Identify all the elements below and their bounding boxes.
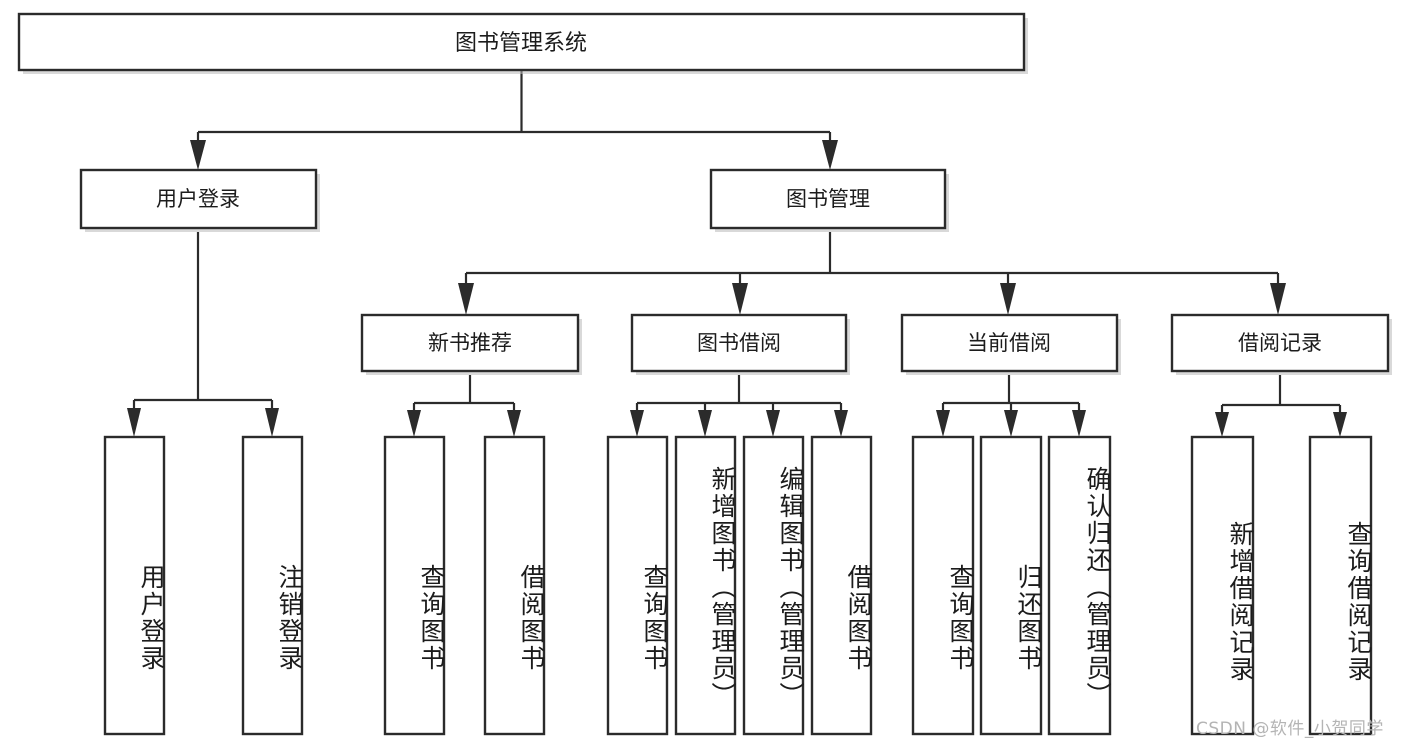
leaf-box-currentborrow-confirm [1047, 435, 1112, 736]
leaf-box-borrowrecord-add [1190, 435, 1255, 736]
node-book-borrow-box [630, 313, 848, 373]
node-borrow-record-label: 借阅记录 [1238, 331, 1322, 355]
node-borrow-record[interactable]: 借阅记录 [1170, 313, 1392, 375]
node-user-login-label: 用户登录 [156, 187, 240, 211]
arrowhead-currentborrow-leaf-1 [936, 410, 950, 437]
leaf-node-currentborrow-return[interactable] [979, 435, 1043, 736]
node-book-management-box [709, 168, 947, 230]
arrowhead-borrowbook-leaf-3 [766, 410, 780, 437]
leaf-box-borrowrecord-query [1308, 435, 1373, 736]
arrowhead-borrowrecord-leaf-2 [1333, 412, 1347, 437]
arrowhead-borrowbook-leaf-4 [834, 410, 848, 437]
connector-group-bookmgmt [458, 232, 1286, 315]
arrowhead-login-leaf-1 [127, 408, 141, 437]
leaf-node-borrowbook-edit[interactable] [742, 435, 805, 736]
node-book-borrow-label: 图书借阅 [697, 331, 781, 355]
leaf-node-currentborrow-query[interactable] [911, 435, 975, 736]
connector-group-borrow-record [1215, 375, 1347, 437]
node-root-system[interactable]: 图书管理系统 [17, 12, 1028, 74]
leaf-box-user-login-logout [241, 435, 304, 736]
connector-group-root [190, 70, 838, 170]
leaf-box-newbook-query [383, 435, 446, 736]
connector-group-user-login [127, 232, 279, 437]
leaf-box-newbook-borrow [483, 435, 546, 736]
leaf-node-borrowrecord-add[interactable] [1190, 435, 1255, 736]
leaf-box-borrowbook-query [606, 435, 669, 736]
leaf-box-currentborrow-query [911, 435, 975, 736]
arrowhead-bookmgmt-record [1270, 283, 1286, 315]
leaf-box-borrowbook-borrow [810, 435, 873, 736]
arrowhead-currentborrow-leaf-3 [1072, 410, 1086, 437]
leaf-node-newbook-borrow[interactable] [483, 435, 546, 736]
arrowhead-borrowbook-leaf-1 [630, 410, 644, 437]
leaf-node-borrowrecord-query[interactable] [1308, 435, 1373, 736]
arrowhead-login-leaf-2 [265, 408, 279, 437]
arrowhead-bookmgmt-borrow [732, 283, 748, 315]
arrowhead-borrowbook-leaf-2 [698, 410, 712, 437]
node-root-box [17, 12, 1026, 72]
node-root-label: 图书管理系统 [455, 31, 587, 56]
arrowhead-newbook-leaf-2 [507, 410, 521, 437]
leaf-node-currentborrow-confirm[interactable] [1047, 435, 1112, 736]
arrowhead-root-to-bookmgmt [822, 140, 838, 170]
leaf-box-borrowbook-edit [742, 435, 805, 736]
connector-group-borrow-book [630, 375, 848, 437]
arrowhead-currentborrow-leaf-2 [1004, 410, 1018, 437]
leaf-box-currentborrow-return [979, 435, 1043, 736]
leaf-node-user-login-logout[interactable] [241, 435, 304, 736]
node-current-borrow-box [900, 313, 1119, 373]
node-new-book-recommend[interactable]: 新书推荐 [360, 313, 582, 375]
node-new-book-recommend-box [360, 313, 580, 373]
node-book-management-label: 图书管理 [786, 187, 870, 211]
node-current-borrow[interactable]: 当前借阅 [900, 313, 1121, 375]
arrowhead-bookmgmt-new [458, 283, 474, 315]
arrowhead-borrowrecord-leaf-1 [1215, 412, 1229, 437]
leaf-node-borrowbook-add[interactable] [674, 435, 737, 736]
node-new-book-recommend-label: 新书推荐 [428, 331, 512, 355]
node-book-management[interactable]: 图书管理 [709, 168, 949, 232]
connector-group-current-borrow [936, 375, 1086, 437]
node-book-borrow[interactable]: 图书借阅 [630, 313, 850, 375]
leaf-node-borrowbook-borrow[interactable] [810, 435, 873, 736]
connector-group-new-book [407, 375, 521, 437]
node-user-login-box [79, 168, 318, 230]
leaf-node-borrowbook-query[interactable] [606, 435, 669, 736]
leaf-box-borrowbook-add [674, 435, 737, 736]
node-current-borrow-label: 当前借阅 [967, 331, 1051, 355]
node-user-login[interactable]: 用户登录 [79, 168, 320, 232]
leaf-node-newbook-query[interactable] [383, 435, 446, 736]
arrowhead-root-to-login [190, 140, 206, 170]
arrowhead-bookmgmt-current [1000, 283, 1016, 315]
leaf-node-user-login-login[interactable] [103, 435, 166, 736]
arrowhead-newbook-leaf-1 [407, 410, 421, 437]
node-borrow-record-box [1170, 313, 1390, 373]
leaf-box-user-login-login [103, 435, 166, 736]
